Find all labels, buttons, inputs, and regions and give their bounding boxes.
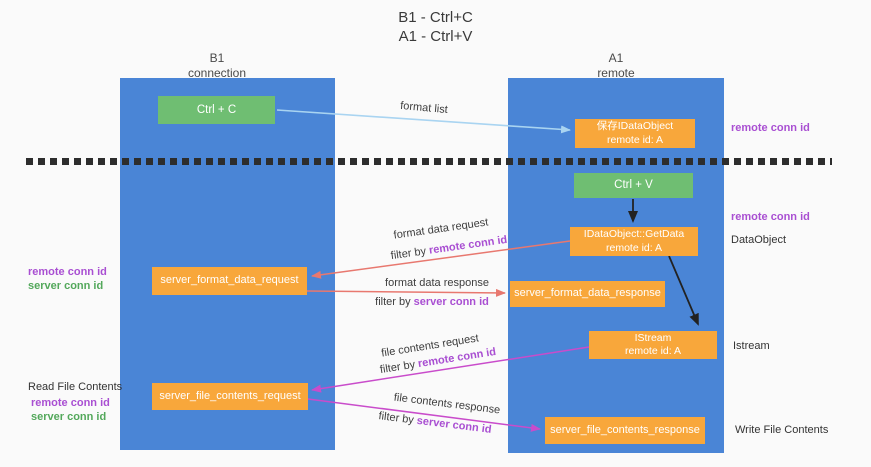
node-istream-line1: IStream: [634, 331, 672, 344]
node-server-format-data-response-label: server_format_data_response: [514, 287, 661, 300]
annotation-remote-conn-id-mid: remote conn id: [731, 211, 810, 223]
phase-separator-dashed-line: [26, 158, 832, 165]
diagram-title-line1: B1 - Ctrl+C: [398, 9, 473, 26]
arrow-file-contents-request: [311, 346, 590, 393]
filter-key-server: server conn id: [413, 296, 489, 308]
node-server-file-contents-response-label: server_file_contents_response: [550, 423, 700, 436]
node-save-idataobject-line2: remote id: A: [606, 133, 664, 146]
diagram-title-line2: A1 - Ctrl+V: [398, 28, 473, 45]
node-ctrl-c-label: Ctrl + C: [196, 103, 237, 116]
lifeline-header-b1: B1 connection: [147, 51, 287, 81]
node-server-file-contents-request-label: server_file_contents_request: [159, 389, 301, 402]
lifeline-b1-role: connection: [187, 66, 247, 80]
node-getdata-line1: IDataObject::GetData: [583, 228, 685, 241]
annotation-write-file-contents: Write File Contents: [735, 424, 829, 436]
node-server-format-data-response: server_format_data_response: [510, 281, 665, 307]
annotation-left-remote-conn-id-1: remote conn id: [28, 266, 107, 278]
flow-label-format-data-response: format data response: [385, 277, 489, 289]
node-save-idataobject-line1: 保存IDataObject: [596, 120, 674, 133]
node-ctrl-v-label: Ctrl + V: [614, 179, 653, 192]
annotation-left-server-conn-id-1: server conn id: [28, 280, 104, 292]
node-ctrl-v: Ctrl + V: [574, 173, 693, 198]
lifeline-a1-role: remote: [597, 66, 635, 80]
annotation-left-remote-conn-id-2: remote conn id: [31, 397, 110, 409]
arrow-getdata-to-istream: [668, 255, 699, 326]
node-istream-line2: remote id: A: [624, 345, 682, 357]
node-server-file-contents-response: server_file_contents_response: [545, 417, 705, 444]
annotation-read-file-contents: Read File Contents: [28, 381, 123, 393]
arrow-format-data-request: [311, 240, 571, 279]
filter-prefix: filter by: [375, 296, 414, 308]
annotation-left-server-conn-id-2: server conn id: [31, 411, 107, 423]
lifeline-a1-name: A1: [608, 51, 624, 65]
arrow-format-data-response: [306, 288, 506, 297]
lifeline-header-a1: A1 remote: [546, 51, 686, 81]
node-server-format-data-request: server_format_data_request: [152, 267, 307, 295]
annotation-dataobject: DataObject: [731, 234, 787, 246]
node-server-format-data-request-label: server_format_data_request: [160, 274, 299, 287]
arrow-file-contents-response: [307, 398, 541, 432]
node-istream: IStream remote id: A: [589, 331, 717, 359]
flow-label-filter-server-1: filter by server conn id: [375, 296, 489, 308]
node-getdata-line2: remote id: A: [605, 241, 663, 254]
node-ctrl-c: Ctrl + C: [158, 96, 275, 124]
node-server-file-contents-request: server_file_contents_request: [152, 383, 308, 410]
node-save-idataobject: 保存IDataObject remote id: A: [575, 119, 695, 148]
annotation-istream: Istream: [733, 340, 770, 352]
arrow-format-list: [276, 109, 571, 134]
node-idataobject-getdata: IDataObject::GetData remote id: A: [570, 227, 698, 256]
lifeline-b1-name: B1: [209, 51, 225, 65]
annotation-remote-conn-id-top: remote conn id: [731, 122, 810, 134]
